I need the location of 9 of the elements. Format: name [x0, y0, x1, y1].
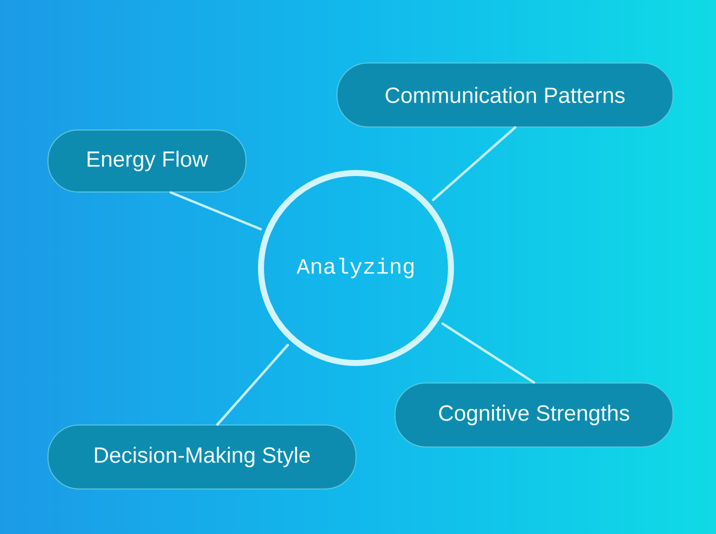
connector-line [432, 126, 516, 202]
rounded-box: Communication Patterns [336, 62, 674, 128]
rounded-box: Cognitive Strengths [394, 382, 674, 448]
rounded-box: Decision-Making Style [48, 424, 356, 490]
rounded-box: Energy Flow [48, 130, 246, 192]
connector-line [441, 322, 536, 384]
connector-line [216, 344, 289, 426]
connector-line [170, 191, 262, 230]
circle-node: Analyzing [258, 170, 454, 366]
